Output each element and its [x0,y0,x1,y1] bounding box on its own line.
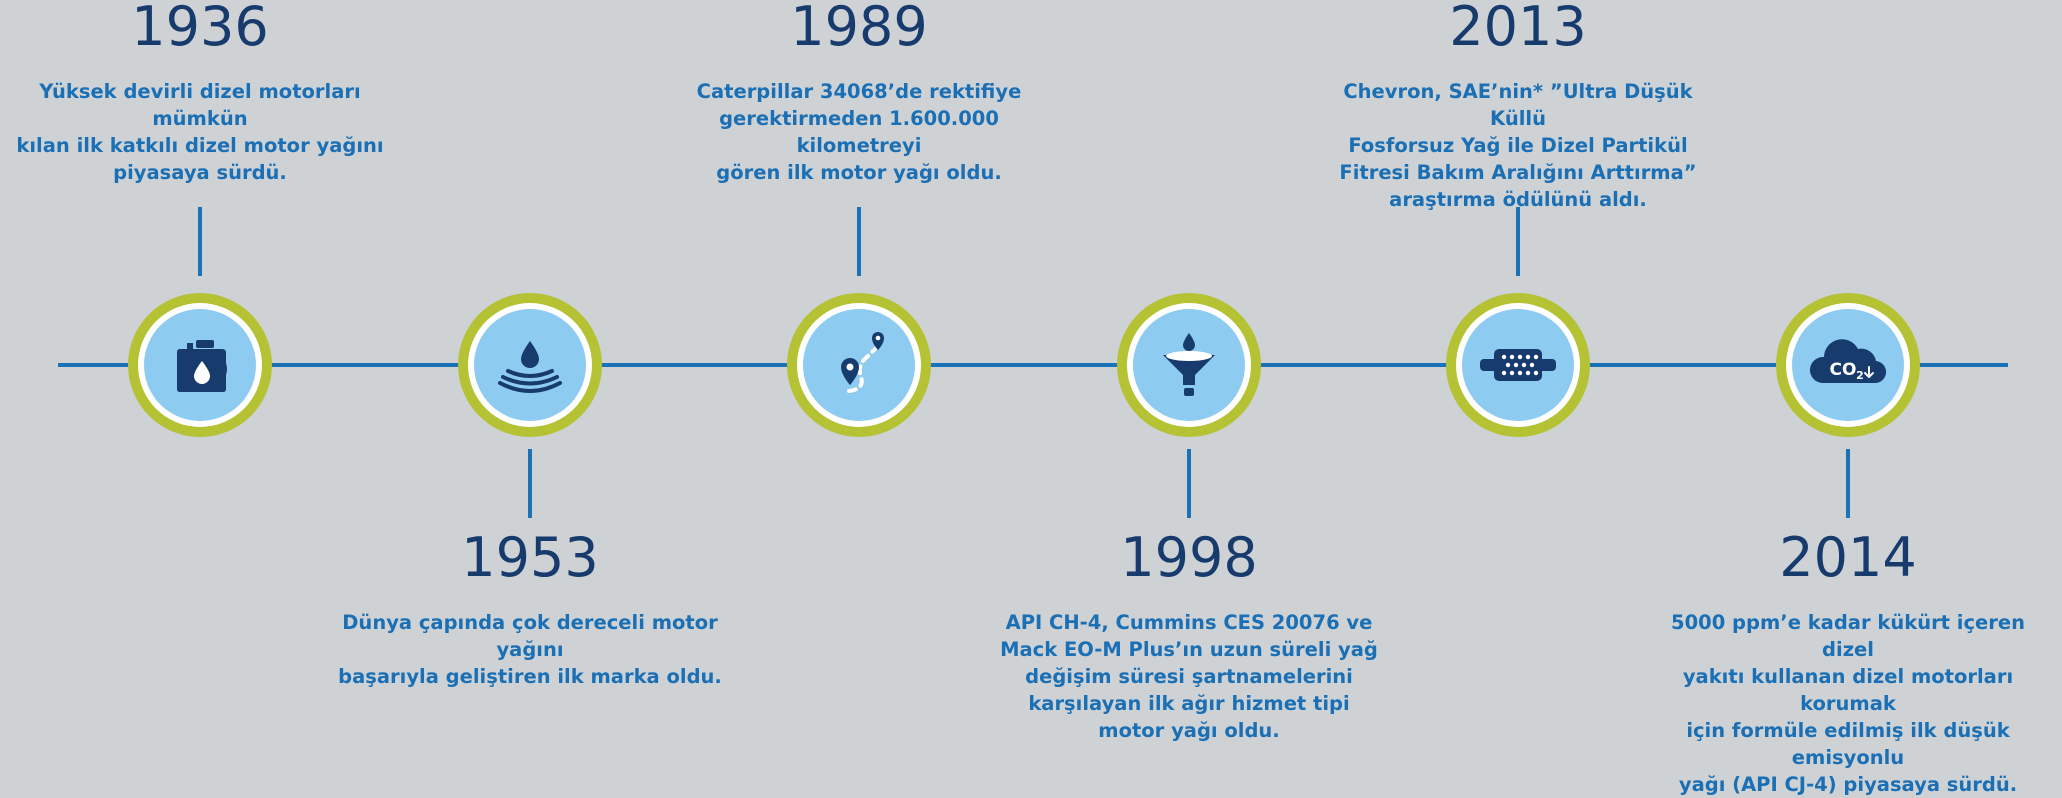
timeline-event-2014: CO 2 2014 5000 ppm’e kadar kükürt içeren… [1638,0,2058,796]
event-node [787,293,931,437]
timeline-event-1953: 1953 Dünya çapında çok dereceli motor ya… [320,0,740,746]
event-description: Yüksek devirli dizel motorları mümkün kı… [16,80,384,184]
svg-text:CO: CO [1830,360,1857,380]
event-node [458,293,602,437]
timeline-axis [58,363,2008,367]
event-connector [198,207,202,276]
co2-cloud-icon: CO 2 [1809,339,1887,384]
event-description: Chevron, SAE’nin* ”Ultra Düşük Küllü Fos… [1339,80,1697,211]
oil-drop-ripple-icon [498,341,562,393]
oil-funnel-icon [1163,333,1215,396]
event-node [1446,293,1590,437]
event-description: API CH-4, Cummins CES 20076 ve Mack EO-M… [1000,611,1378,742]
timeline-event-2013: 2013 Chevron, SAE’nin* ”Ultra Düşük Küll… [1308,0,1728,746]
event-description: Caterpillar 34068’de rektifiye gerektirm… [696,80,1022,184]
event-description: 5000 ppm’e kadar kükürt içeren dizel yak… [1671,611,2025,796]
event-node [1117,293,1261,437]
event-connector [1187,449,1191,518]
timeline-event-1989: 1989 Caterpillar 34068’de rektifiye gere… [649,0,1069,746]
event-connector [528,449,532,518]
event-connector [857,207,861,276]
event-connector [1846,449,1850,518]
event-connector [1516,207,1520,276]
timeline-event-1998: 1998 API CH-4, Cummins CES 20076 ve Mack… [979,0,1399,746]
event-node [128,293,272,437]
event-year: 1953 [461,526,599,589]
timeline-event-1936: 1936 Yüksek devirli dizel motorları mümk… [0,0,410,746]
route-map-icon [841,332,884,393]
oil-can-icon [177,340,227,392]
event-year: 2013 [1449,0,1587,58]
event-year: 1989 [790,0,928,58]
event-year: 1936 [131,0,269,58]
particulate-filter-icon [1480,349,1556,381]
event-year: 1998 [1120,526,1258,589]
event-year: 2014 [1779,526,1917,589]
event-node: CO 2 [1776,293,1920,437]
svg-text:2: 2 [1856,369,1864,382]
event-description: Dünya çapında çok dereceli motor yağını … [338,611,722,688]
